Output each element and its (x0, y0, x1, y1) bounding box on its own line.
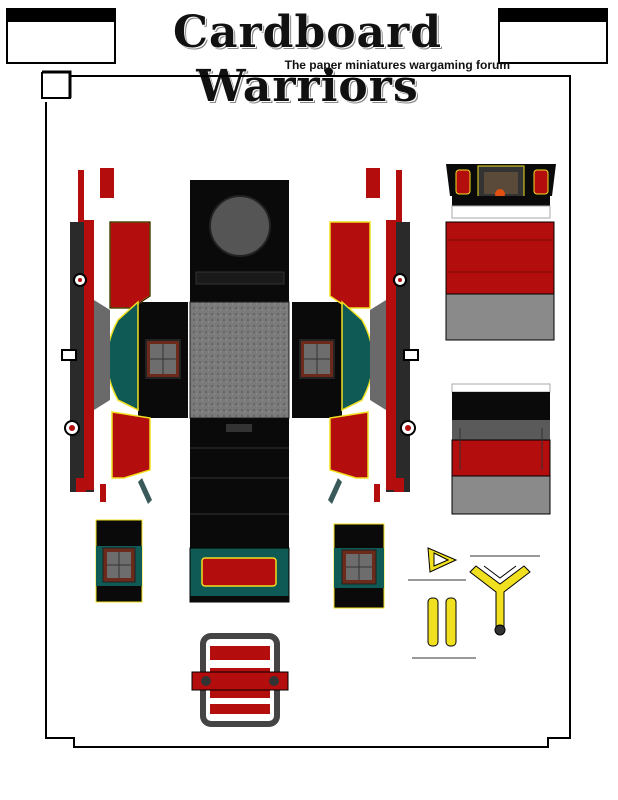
wheel-axle (191, 633, 289, 727)
corner-mark (42, 70, 72, 98)
header-right-bar (500, 10, 606, 22)
rear-panel (451, 383, 551, 515)
header-left-bar (8, 10, 114, 22)
right-side-panel (299, 168, 419, 504)
left-side-panel (61, 168, 181, 504)
door-right (333, 523, 385, 609)
door-left (95, 519, 143, 603)
shafts (408, 547, 540, 659)
sheet-border (41, 72, 571, 748)
header-left-box (6, 8, 116, 64)
page-subtitle: The paper miniatures wargaming forum (284, 58, 510, 72)
header-right-box (498, 8, 608, 64)
page-title: Cardboard Warriors (172, 7, 443, 112)
front-panel (445, 164, 556, 341)
roof-and-floor-strip (189, 180, 290, 603)
